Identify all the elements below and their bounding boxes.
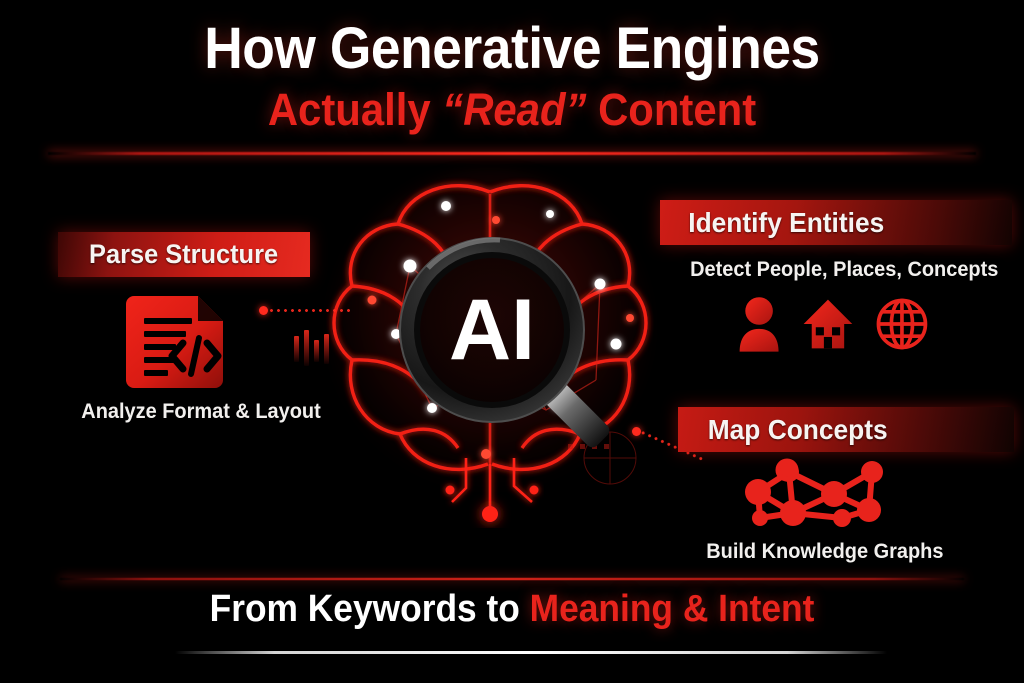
title-block: How Generative Engines Actually “Read” C… bbox=[0, 18, 1024, 134]
connector-line bbox=[268, 309, 350, 312]
bottom-red-divider bbox=[60, 578, 964, 580]
center-artwork: AI bbox=[294, 158, 680, 528]
footer-accent: Meaning & Intent bbox=[529, 588, 815, 630]
identify-entities-label: Identify Entities bbox=[688, 206, 885, 238]
house-icon bbox=[803, 299, 853, 349]
brain-network-icon: AI bbox=[332, 184, 648, 522]
connector-dot bbox=[632, 427, 641, 436]
subtitle-post: Content bbox=[586, 84, 757, 135]
entity-icons-group bbox=[738, 288, 928, 360]
bottom-white-divider bbox=[175, 651, 887, 654]
panel-heading-identify-entities[interactable]: Identify Entities bbox=[660, 200, 1012, 245]
parse-structure-caption: Analyze Format & Layout bbox=[81, 400, 321, 423]
knowledge-graph-icon bbox=[742, 458, 892, 530]
magnifying-glass-icon bbox=[399, 237, 610, 448]
parse-structure-label: Parse Structure bbox=[89, 239, 279, 269]
ai-label: AI bbox=[449, 282, 535, 378]
circuit-bar bbox=[304, 330, 309, 366]
document-code-icon bbox=[126, 288, 231, 388]
subtitle-pre: Actually bbox=[267, 84, 443, 135]
connector-dot bbox=[259, 306, 268, 315]
panel-heading-map-concepts[interactable]: Map Concepts bbox=[678, 407, 1014, 452]
page-title: How Generative Engines bbox=[204, 16, 820, 81]
person-icon bbox=[739, 297, 779, 352]
globe-icon bbox=[876, 298, 928, 350]
map-concepts-label: Map Concepts bbox=[707, 413, 888, 445]
subtitle-quoted: “Read” bbox=[442, 84, 587, 135]
map-concepts-caption: Build Knowledge Graphs bbox=[706, 540, 944, 563]
page-subtitle: Actually “Read” Content bbox=[36, 86, 988, 134]
identify-entities-caption: Detect People, Places, Concepts bbox=[690, 258, 999, 281]
footer-tagline: From Keywords to Meaning & Intent bbox=[36, 588, 988, 631]
circuit-bar bbox=[294, 336, 299, 362]
footer-pre: From Keywords to bbox=[209, 588, 530, 630]
circuit-bar bbox=[324, 334, 329, 364]
panel-heading-parse-structure[interactable]: Parse Structure bbox=[58, 232, 310, 277]
top-divider bbox=[48, 152, 976, 155]
circuit-bar bbox=[314, 340, 319, 362]
